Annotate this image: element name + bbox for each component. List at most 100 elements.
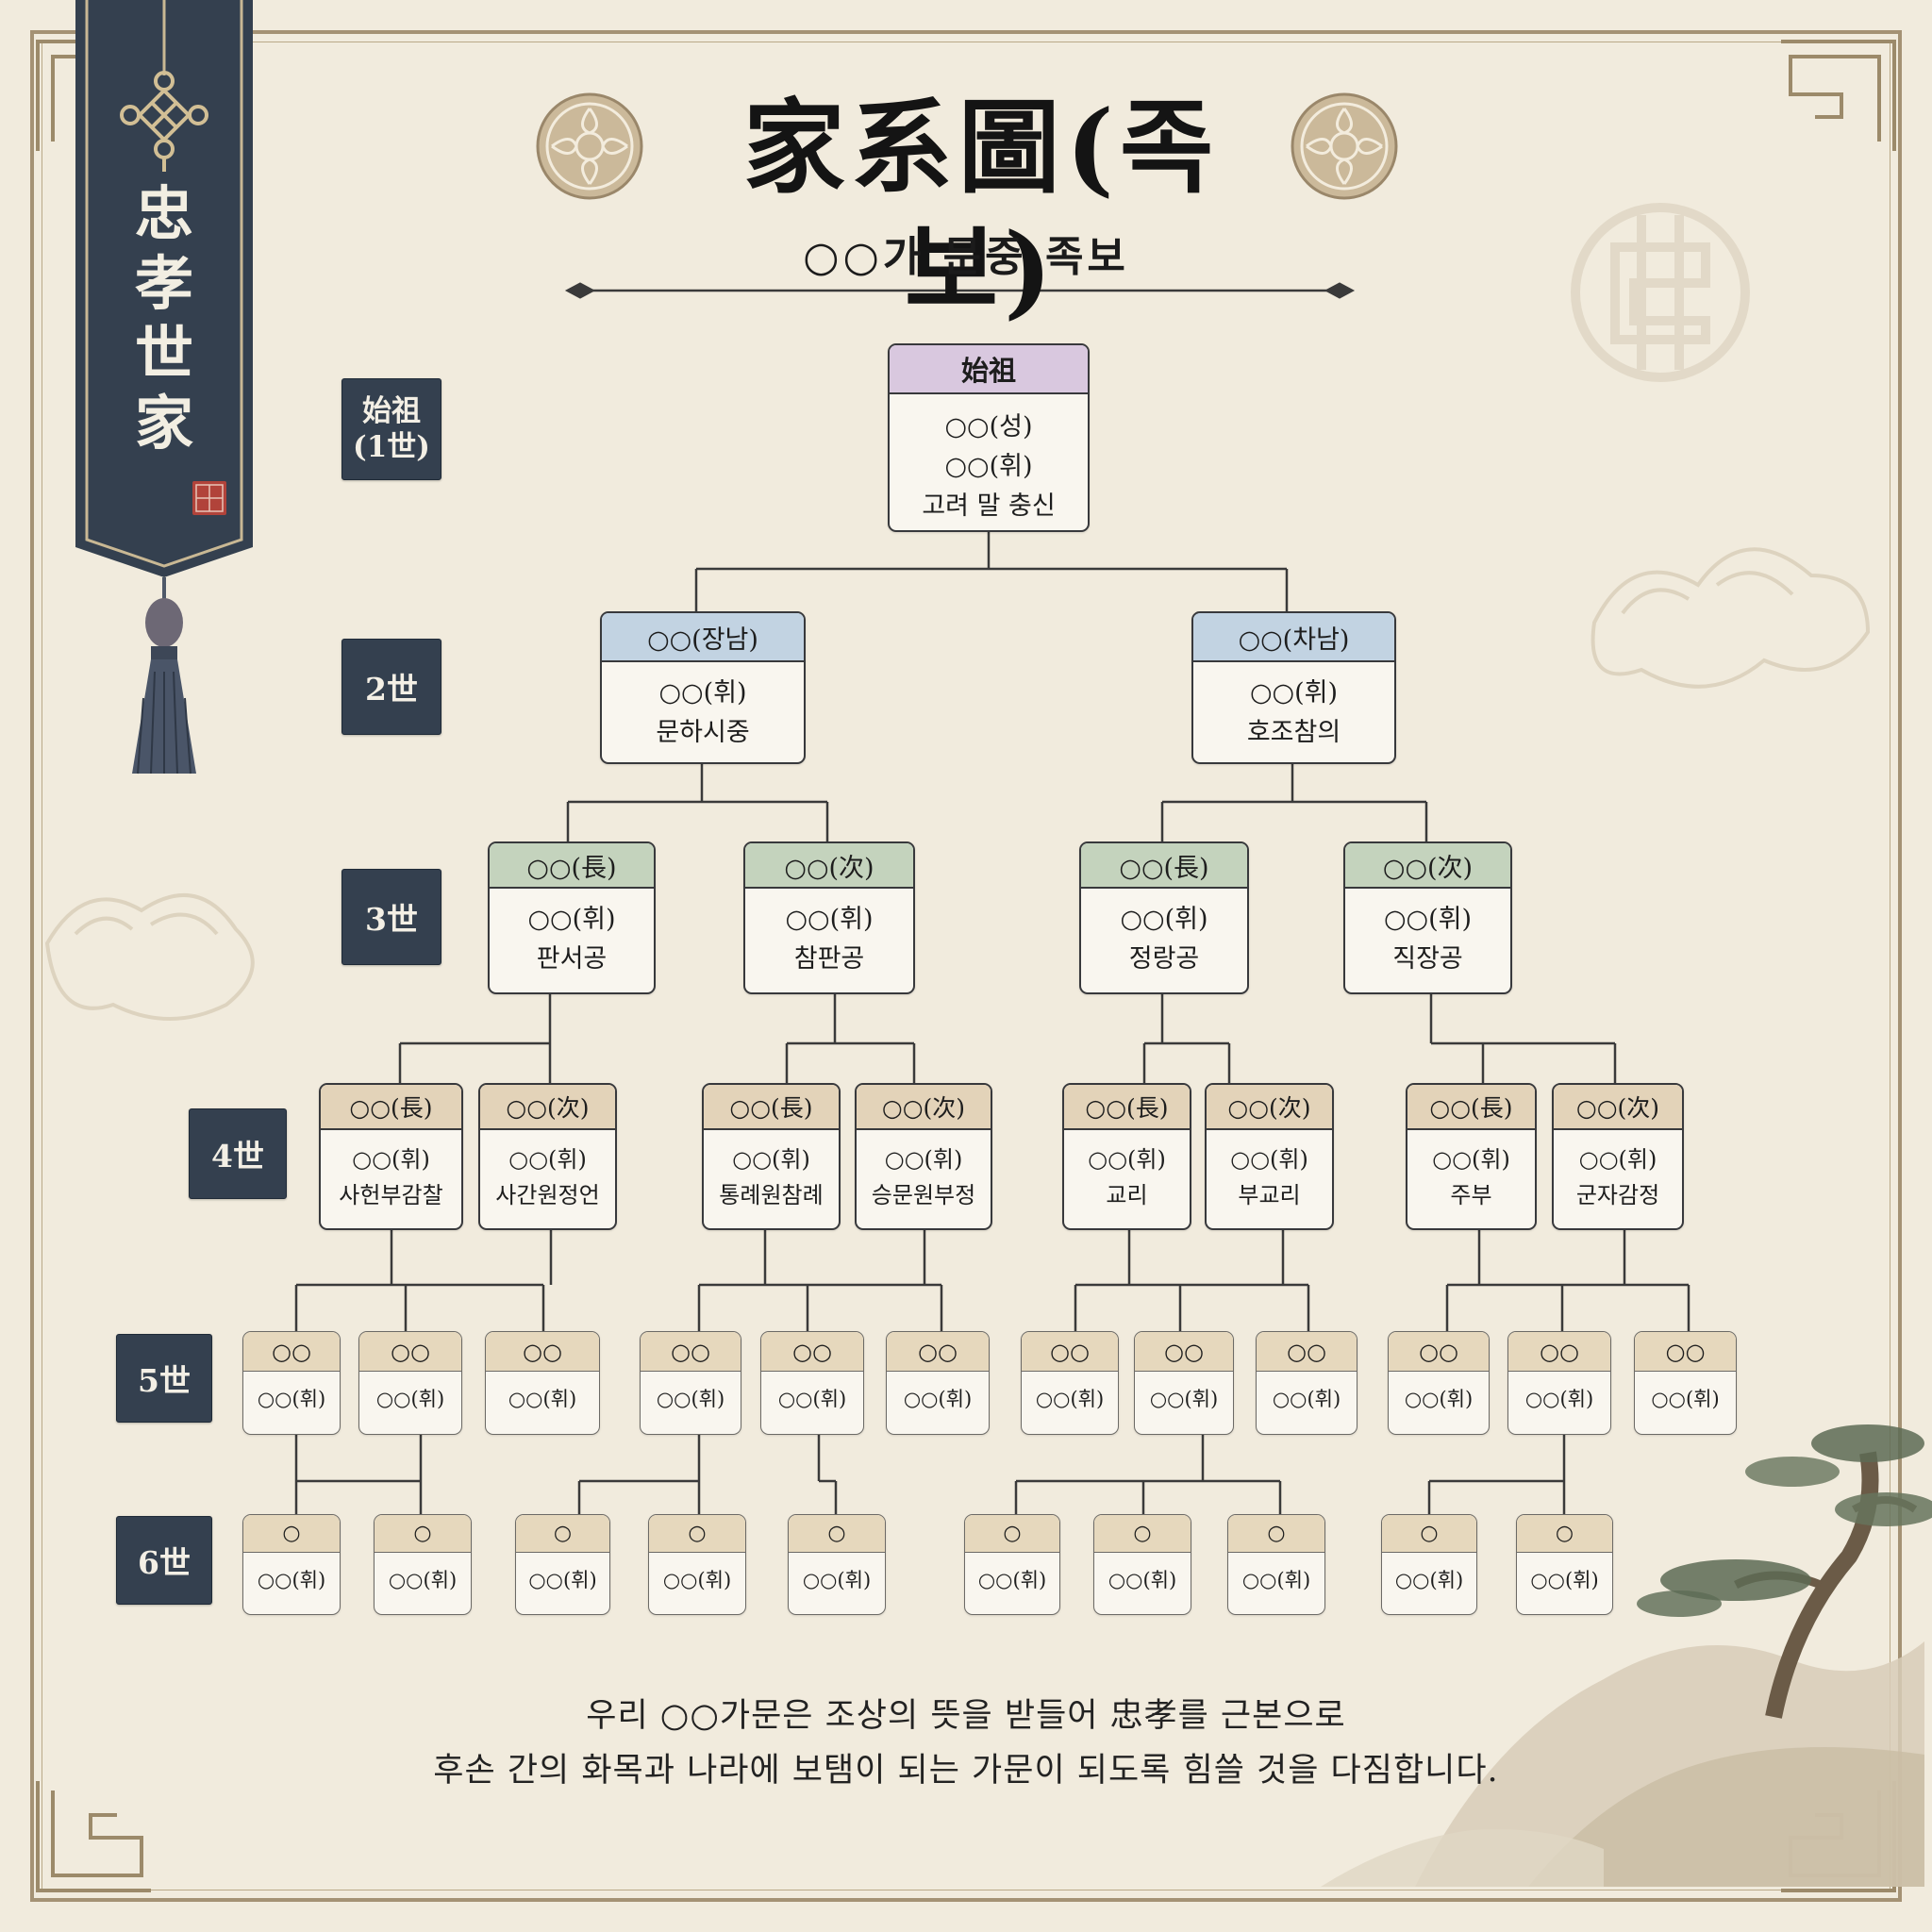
node-line: ○○(휘): [1272, 1388, 1341, 1410]
node-line: ○○(휘): [1394, 1569, 1464, 1591]
node-line: ○○(휘): [1120, 905, 1208, 934]
tree-node-gen4[interactable]: ○○(次) ○○(휘)부교리: [1205, 1083, 1334, 1230]
generation-label-4: 4世: [189, 1108, 287, 1199]
node-header: ○○: [243, 1332, 340, 1372]
node-header: ○○(차남): [1193, 613, 1394, 662]
tree-node-gen5[interactable]: ○○ ○○(휘): [1256, 1331, 1357, 1435]
tree-node-gen5[interactable]: ○○ ○○(휘): [1134, 1331, 1234, 1435]
tree-node-gen4[interactable]: ○○(長) ○○(휘)통례원참례: [702, 1083, 841, 1230]
node-line: ○○(휘): [388, 1569, 458, 1591]
node-header: ○○(次): [745, 843, 913, 889]
node-line: ○○(휘): [1651, 1388, 1720, 1410]
node-line: ○○(휘): [1578, 1146, 1657, 1173]
tree-node-gen5[interactable]: ○○ ○○(휘): [760, 1331, 864, 1435]
tree-node-root[interactable]: 始祖 ○○(성) ○○(휘) 고려 말 충신: [888, 343, 1090, 532]
tree-node-gen5[interactable]: ○○ ○○(휘): [1634, 1331, 1737, 1435]
tree-node-gen5[interactable]: ○○ ○○(휘): [242, 1331, 341, 1435]
node-line: 고려 말 충신: [922, 491, 1056, 521]
tree-node-gen5[interactable]: ○○ ○○(휘): [1507, 1331, 1611, 1435]
tree-node-gen5[interactable]: ○○ ○○(휘): [886, 1331, 990, 1435]
tree-node-gen6[interactable]: ○ ○○(휘): [1516, 1514, 1613, 1615]
node-header: ○○: [486, 1332, 599, 1372]
node-header: ○○: [1022, 1332, 1118, 1372]
tree-node-gen3[interactable]: ○○(長) ○○(휘)정랑공: [1079, 841, 1249, 994]
tree-node-gen4[interactable]: ○○(長) ○○(휘)사헌부감찰: [319, 1083, 463, 1230]
node-header: ○: [1094, 1515, 1191, 1553]
node-line: ○○(휘): [1524, 1388, 1594, 1410]
node-line: 부교리: [1238, 1182, 1301, 1208]
node-line: 승문원부정: [871, 1182, 976, 1208]
page-subtitle: ○○가 문중 족보: [803, 233, 1129, 281]
tree-node-gen3[interactable]: ○○(長) ○○(휘)판서공: [488, 841, 656, 994]
node-line: ○○(휘): [1530, 1569, 1599, 1591]
node-line: ○○(휘): [732, 1146, 810, 1173]
tree-node-gen2[interactable]: ○○(차남) ○○(휘)호조참의: [1191, 611, 1396, 764]
node-line: ○○(휘): [903, 1388, 973, 1410]
tree-node-gen4[interactable]: ○○(長) ○○(휘)교리: [1062, 1083, 1191, 1230]
node-header: ○○: [1508, 1332, 1610, 1372]
node-line: ○○(휘): [1035, 1388, 1105, 1410]
node-line: 주부: [1450, 1182, 1492, 1208]
node-line: ○○(휘): [777, 1388, 847, 1410]
node-line: ○○(휘): [257, 1388, 326, 1410]
tree-node-gen5[interactable]: ○○ ○○(휘): [485, 1331, 600, 1435]
node-header: ○○(長): [704, 1085, 839, 1130]
node-header: ○: [243, 1515, 340, 1553]
banner-char: 忠: [134, 179, 193, 248]
node-line: ○○(휘): [375, 1388, 445, 1410]
tree-node-gen5[interactable]: ○○ ○○(휘): [640, 1331, 741, 1435]
tree-node-gen6[interactable]: ○ ○○(휘): [1093, 1514, 1191, 1615]
tree-node-gen6[interactable]: ○ ○○(휘): [242, 1514, 341, 1615]
node-line: ○○(휘): [352, 1146, 430, 1173]
tree-node-gen4[interactable]: ○○(次) ○○(휘)승문원부정: [855, 1083, 992, 1230]
banner-char: 孝: [134, 249, 193, 318]
tree-node-gen4[interactable]: ○○(長) ○○(휘)주부: [1406, 1083, 1537, 1230]
generation-label-5: 5世: [116, 1334, 212, 1423]
tree-node-gen2[interactable]: ○○(장남) ○○(휘)문하시중: [600, 611, 806, 764]
node-header: ○○: [1635, 1332, 1736, 1372]
node-line: 교리: [1106, 1182, 1148, 1208]
node-header: ○: [1382, 1515, 1476, 1553]
tree-node-gen6[interactable]: ○ ○○(휘): [788, 1514, 886, 1615]
node-line: ○○(휘): [658, 678, 747, 708]
node-line: ○○(휘): [977, 1569, 1047, 1591]
node-header: ○○(長): [490, 843, 654, 889]
lotus-medallion-icon: [1291, 92, 1398, 200]
pine-tree-icon: [1321, 1424, 1932, 1887]
tree-node-gen6[interactable]: ○ ○○(휘): [1227, 1514, 1325, 1615]
lotus-medallion-icon: [536, 92, 643, 200]
node-line: ○○(휘): [944, 452, 1033, 481]
tree-node-gen6[interactable]: ○ ○○(휘): [515, 1514, 610, 1615]
endless-knot-icon: [120, 71, 208, 172]
tree-node-gen4[interactable]: ○○(次) ○○(휘)군자감정: [1552, 1083, 1684, 1230]
tree-node-gen6[interactable]: ○ ○○(휘): [964, 1514, 1060, 1615]
node-header: ○○: [1135, 1332, 1233, 1372]
tree-node-gen5[interactable]: ○○ ○○(휘): [358, 1331, 462, 1435]
node-line: ○○(휘): [785, 905, 874, 934]
node-line: ○○(휘): [1108, 1569, 1177, 1591]
node-line: ○○(휘): [1241, 1569, 1311, 1591]
banner-char: 世: [134, 319, 193, 388]
node-line: ○○(휘): [257, 1569, 326, 1591]
tree-node-gen5[interactable]: ○○ ○○(휘): [1021, 1331, 1119, 1435]
node-line: ○○(휘): [1149, 1388, 1219, 1410]
tree-node-gen6[interactable]: ○ ○○(휘): [1381, 1514, 1477, 1615]
tree-node-gen4[interactable]: ○○(次) ○○(휘)사간원정언: [478, 1083, 617, 1230]
node-header: ○○: [1389, 1332, 1489, 1372]
generation-label-3: 3世: [341, 869, 441, 965]
tree-node-gen5[interactable]: ○○ ○○(휘): [1388, 1331, 1490, 1435]
node-header: ○○: [887, 1332, 989, 1372]
tree-node-gen3[interactable]: ○○(次) ○○(휘)직장공: [1343, 841, 1512, 994]
node-header: ○○(장남): [602, 613, 804, 662]
generation-label-6: 6世: [116, 1516, 212, 1605]
tree-node-gen6[interactable]: ○ ○○(휘): [374, 1514, 472, 1615]
node-header: ○○: [1257, 1332, 1357, 1372]
node-header: ○: [649, 1515, 745, 1553]
tree-node-gen3[interactable]: ○○(次) ○○(휘)참판공: [743, 841, 915, 994]
outer-frame: [30, 30, 1902, 1902]
node-line: ○○(휘): [1383, 905, 1473, 934]
generation-label-line: 始祖: [362, 394, 421, 428]
footer-line: 후손 간의 화목과 나라에 보탬이 되는 가문이 되도록 힘쓸 것을 다짐합니다…: [433, 1752, 1499, 1790]
tree-node-gen6[interactable]: ○ ○○(휘): [648, 1514, 746, 1615]
